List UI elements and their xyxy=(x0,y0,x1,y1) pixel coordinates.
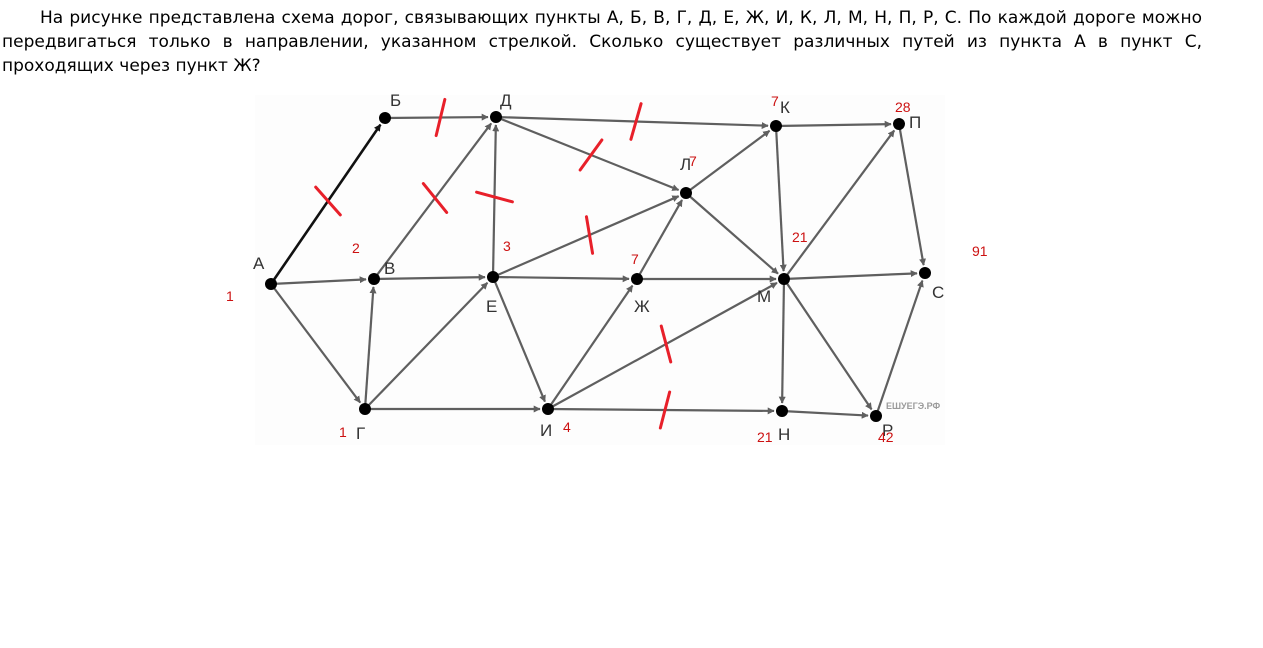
path-counts: 1 2 3 1 4 7 7 7 21 28 21 42 91 xyxy=(226,93,988,445)
edge-e-zh xyxy=(492,275,630,283)
node-v xyxy=(368,273,380,285)
path-count-r: 42 xyxy=(878,429,894,445)
node-label-v: В xyxy=(384,259,395,278)
edge-m-s xyxy=(783,270,918,281)
node-b xyxy=(379,112,391,124)
node-labels: А Б В Г Д Е Ж И К Л М Н П Р С xyxy=(253,91,944,444)
cross-mark-v-d xyxy=(421,182,449,214)
edge-e-l xyxy=(492,195,680,279)
path-count-s: 91 xyxy=(972,243,988,259)
edge-a-g xyxy=(270,283,362,404)
edge-b-d xyxy=(384,113,489,121)
nodes xyxy=(265,111,931,422)
node-zh xyxy=(631,273,643,285)
edge-i-zh xyxy=(547,284,634,410)
edge-d-k xyxy=(495,115,769,130)
edge-k-p xyxy=(775,120,892,128)
edge-a-b xyxy=(269,123,382,285)
edge-g-e xyxy=(364,281,489,410)
cross-mark-d-k xyxy=(629,102,643,141)
cross-mark-e-l xyxy=(584,215,595,255)
path-count-g: 1 xyxy=(339,424,347,440)
node-a xyxy=(265,278,277,290)
diagram-background xyxy=(255,95,945,445)
node-label-r: Р xyxy=(882,421,893,440)
path-count-n: 21 xyxy=(757,429,773,445)
node-l xyxy=(680,187,692,199)
node-label-i: И xyxy=(540,421,552,440)
cross-mark-e-d xyxy=(475,190,514,204)
node-label-m: М xyxy=(757,287,771,306)
edge-a-v xyxy=(270,276,367,286)
node-label-k: К xyxy=(780,98,790,117)
node-label-e: Е xyxy=(486,297,497,316)
cross-mark-i-m xyxy=(659,324,673,364)
node-label-p: П xyxy=(909,113,921,132)
cross-mark-a-b xyxy=(314,185,342,217)
edges xyxy=(269,113,926,419)
edge-v-e xyxy=(373,273,486,281)
node-e xyxy=(487,271,499,283)
node-s xyxy=(919,267,931,279)
edge-i-m xyxy=(547,281,778,410)
node-g xyxy=(359,403,371,415)
node-label-n: Н xyxy=(778,425,790,444)
edge-m-r xyxy=(783,278,873,410)
node-label-l: Л xyxy=(680,155,691,174)
node-label-a: А xyxy=(253,254,265,273)
node-label-zh: Ж xyxy=(634,297,650,316)
edge-r-s xyxy=(874,279,924,417)
path-count-l: 7 xyxy=(689,153,697,169)
edge-d-l xyxy=(495,115,680,192)
path-count-zh: 7 xyxy=(631,251,639,267)
cross-mark-i-n xyxy=(658,390,672,430)
node-k xyxy=(770,120,782,132)
path-count-i: 4 xyxy=(563,419,571,435)
watermark: ЕШУЕГЭ.РФ xyxy=(886,401,941,411)
path-count-k: 7 xyxy=(771,93,779,109)
edge-k-m xyxy=(774,125,787,272)
node-label-g: Г xyxy=(356,424,365,443)
node-n xyxy=(776,405,788,417)
cross-mark-d-l xyxy=(578,138,604,172)
path-count-a: 1 xyxy=(226,288,234,304)
edge-m-n xyxy=(778,278,786,404)
node-m xyxy=(778,273,790,285)
edge-zh-l xyxy=(636,199,683,280)
node-d xyxy=(490,111,502,123)
edge-e-i xyxy=(491,276,546,403)
node-label-s: С xyxy=(932,283,944,302)
edge-m-p xyxy=(783,129,896,280)
node-r xyxy=(870,410,882,422)
edge-e-d xyxy=(491,124,500,278)
edge-l-m xyxy=(685,192,779,275)
edge-p-s xyxy=(897,123,926,266)
cross-mark-b-d xyxy=(434,97,447,138)
path-count-m: 21 xyxy=(792,229,808,245)
node-i xyxy=(542,403,554,415)
node-label-b: Б xyxy=(390,91,401,110)
path-count-e: 3 xyxy=(503,238,511,254)
question-text: На рисунке представлена схема дорог, свя… xyxy=(2,8,1202,76)
edge-i-n xyxy=(547,407,775,415)
edge-l-k xyxy=(685,129,771,194)
edge-v-d xyxy=(373,122,493,280)
edge-g-v xyxy=(363,286,377,410)
cross-marks xyxy=(314,97,673,430)
edge-n-r xyxy=(781,409,869,419)
node-p xyxy=(893,118,905,130)
path-count-v: 2 xyxy=(352,240,360,256)
path-count-p: 28 xyxy=(895,99,911,115)
node-label-d: Д xyxy=(500,91,512,110)
